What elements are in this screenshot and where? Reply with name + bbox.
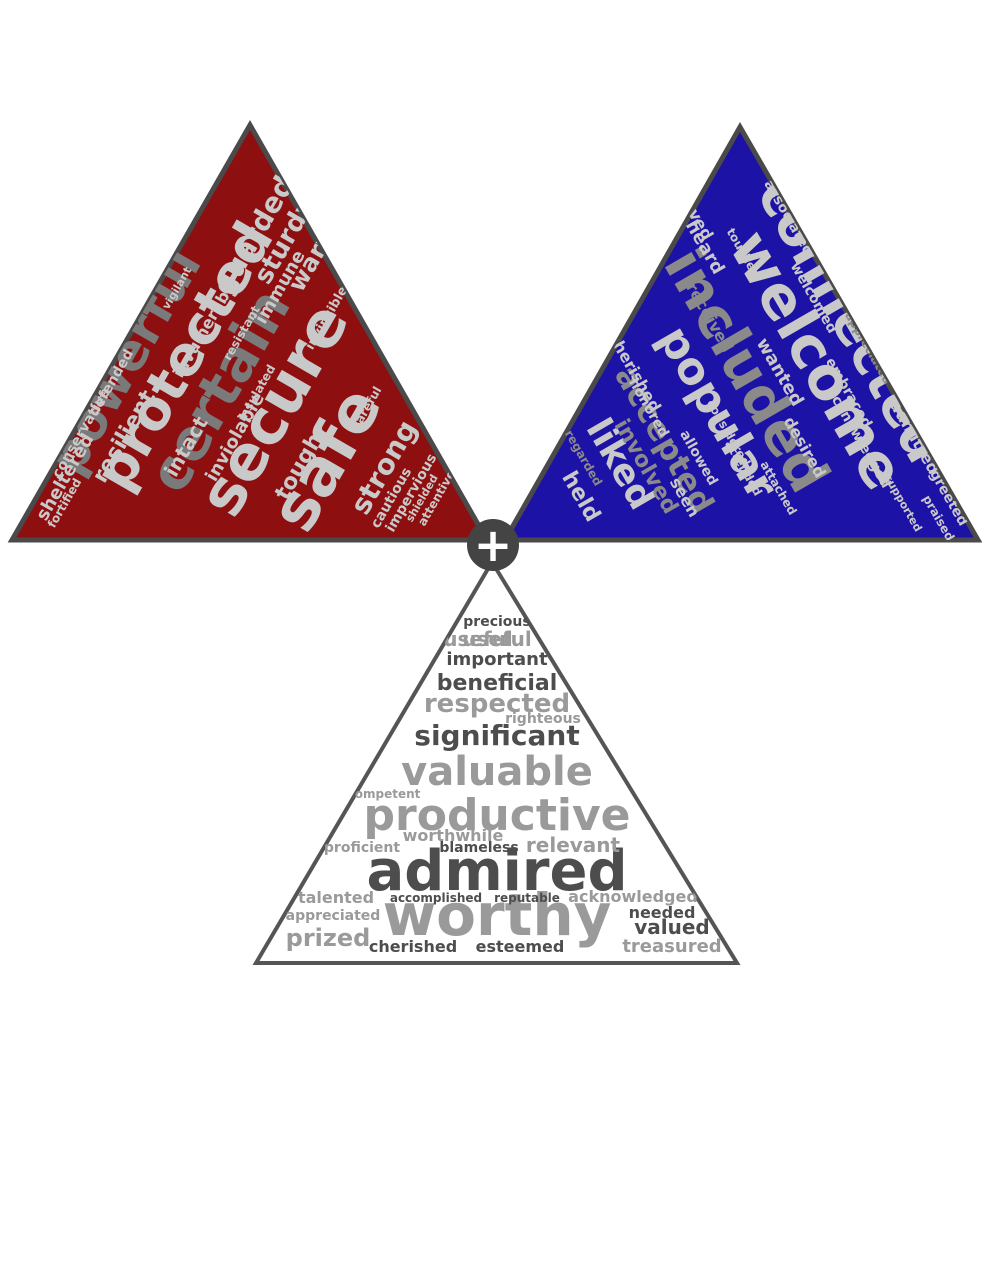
worth-word: esteemed: [476, 937, 565, 956]
worth-word: acknowledged: [568, 887, 698, 906]
worth-word: productive: [364, 790, 631, 841]
worth-word: useful: [462, 627, 532, 651]
worth-word: precious: [463, 614, 530, 630]
worth-word: worthwhile: [403, 826, 504, 845]
worth-word: valued: [634, 915, 710, 939]
worth-word: blameless: [439, 840, 518, 856]
worth-word: competent: [348, 787, 421, 801]
worth-word: beneficial: [437, 671, 558, 696]
worth-triangle-shape: [252, 558, 741, 965]
plus-icon: +: [474, 518, 513, 572]
worth-word: worthy: [383, 881, 612, 949]
worth-word: talented: [298, 888, 374, 907]
plus-connector: +: [467, 518, 519, 572]
worth-word-cloud: worthyadmiredproductivevaluablesignifica…: [286, 614, 722, 957]
worth-word: valuable: [401, 749, 593, 795]
plus-circle: [467, 519, 519, 571]
worth-word: accomplished: [390, 891, 482, 905]
belonging-triangle-shape: [500, 121, 983, 543]
worth-word: needed: [629, 903, 696, 922]
worth-word: relevant: [526, 833, 621, 857]
worth-word: respected: [424, 689, 570, 719]
worth-word: proficient: [324, 840, 400, 856]
worth-word: treasured: [622, 936, 721, 957]
worth-word: prized: [286, 924, 371, 952]
worth-word: admired: [366, 839, 627, 904]
worth-word: appreciated: [286, 908, 381, 924]
worth-word: significant: [414, 719, 579, 752]
worth-word: useful: [443, 627, 513, 651]
worth-word: righteous: [505, 711, 581, 727]
worth-word: reputable: [494, 891, 560, 905]
worth-word: cherished: [369, 937, 457, 956]
worth-triangle: worthyadmiredproductivevaluablesignifica…: [252, 558, 741, 965]
worth-word: important: [446, 649, 548, 670]
safety-triangle-shape: [7, 119, 492, 543]
belonging-triangle: welcomeincludedconnectedpopularlikedacce…: [500, 121, 983, 543]
